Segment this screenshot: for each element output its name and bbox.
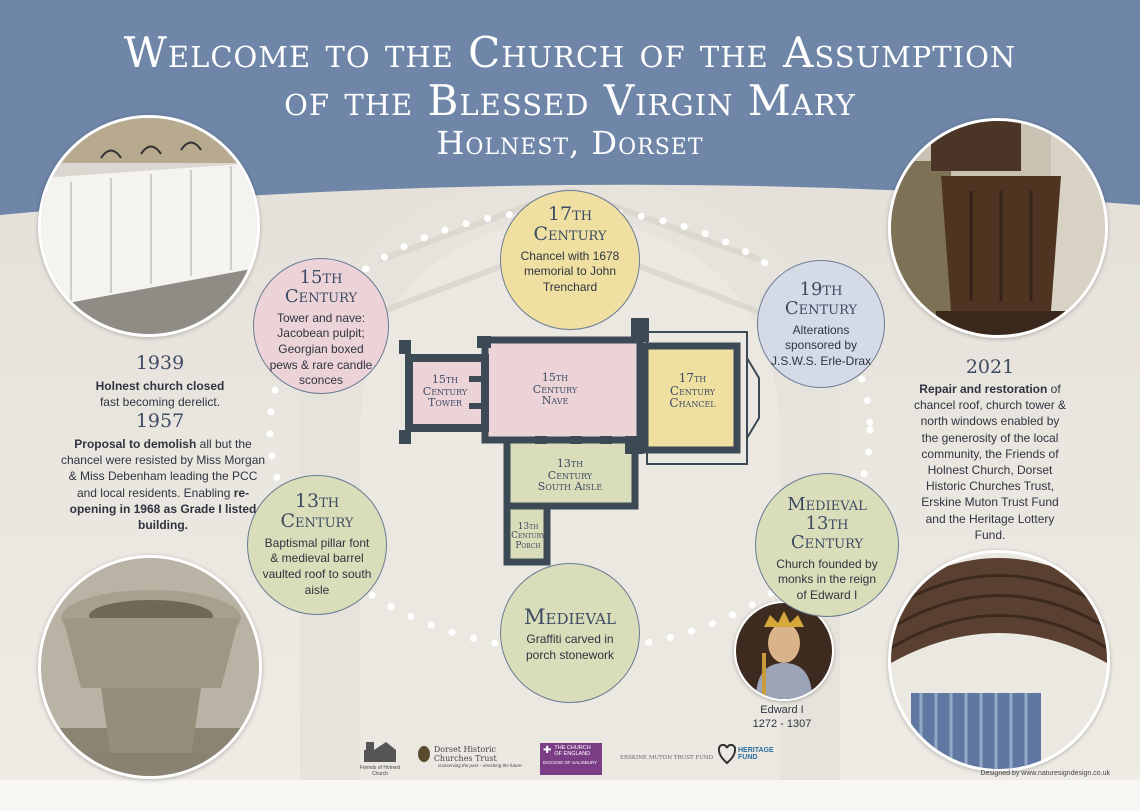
text-1957: Proposal to demolish all but the chancel… [58,436,268,533]
logo-friends-text: Friends of Holnest Church [359,765,401,777]
bubble-medieval-heading: Medieval [524,605,616,629]
logo-coe-line3: DIOCESE OF SALISBURY [543,759,598,765]
text-2021-rest: of chancel roof, church tower & north wi… [913,382,1067,542]
bubble-17th-heading: 17th Century [533,203,607,245]
logo-dhct: Dorset Historic Churches Trust Conservin… [418,745,528,768]
logo-friends-of-holnest: Friends of Holnest Church [352,738,408,777]
text-1957-bold-2: re-opening in 1968 as Grade I listed bui… [69,485,257,532]
bubble-13th-heading: 13th Century [280,490,354,532]
text-1957-mid: all but the chancel were resisted by Mis… [60,437,266,500]
dhct-emblem-icon [418,746,430,762]
portrait-edward-i [734,601,834,701]
logo-heritage-fund: HERITAGE FUND [718,743,774,765]
title-line-1: Welcome to the Church of the Assumption [123,28,1017,77]
plan-label-porch: 13th Century Porch [511,522,545,551]
photo-barrel-roof [888,550,1110,772]
bubble-15th-century: 15th Century Tower and nave: Jacobean pu… [253,258,389,394]
plan-label-tower: 15th Century Tower [422,373,468,410]
bubble-15th-heading: 15th Century [284,267,358,307]
church-floor-plan [399,318,760,566]
bubble-15th-text: Tower and nave: Jacobean pulpit; Georgia… [269,310,373,388]
logo-dhct-text: Dorset Historic Churches Trust [433,745,497,763]
cross-icon: ✚ [543,745,552,756]
bubble-medieval-13th-heading: Medieval 13th Century [787,494,867,553]
logo-heritage-line1: HERITAGE [738,746,774,754]
text-1939-bold: Holnest church closed [95,379,225,393]
year-1939: 1939 [135,352,185,374]
bubble-17th-text: Chancel with 1678 memorial to John Trenc… [520,248,620,295]
church-logo-icon [364,742,396,762]
logo-erskine-muton: ERSKINE MUTON TRUST FUND [620,755,714,761]
bubble-13th-text: Baptismal pillar font & medieval barrel … [262,535,372,597]
bubble-medieval-13th-text: Church founded by monks in the reign of … [776,556,878,602]
bubble-19th-heading: 19th Century [784,279,858,319]
photo-box-pews [38,115,260,337]
bubble-19th-text: Alterations sponsored by J.S.W.S. Erle-D… [770,322,871,368]
edward-name: Edward I [760,704,804,716]
edward-dates: 1272 - 1307 [752,718,812,730]
logo-church-of-england: ✚ THE CHURCH OF ENGLAND DIOCESE OF SALIS… [540,743,602,775]
logo-dhct-subtext: Conserving the past – enriching the futu… [438,763,522,768]
year-2021: 2021 [965,356,1015,378]
title-line-2: of the Blessed Virgin Mary [284,76,856,125]
dotted-ring [266,206,874,654]
title-line-3: Holnest, Dorset [436,124,704,162]
bubble-19th-century: 19th Century Alterations sponsored by J.… [757,260,885,388]
bubble-17th-century: 17th Century Chancel with 1678 memorial … [500,190,640,330]
bubble-medieval: Medieval Graffiti carved in porch stonew… [500,563,640,703]
bubble-medieval-13th-century: Medieval 13th Century Church founded by … [755,473,899,617]
plan-label-nave: 15th Century Nave [532,371,578,408]
year-1957: 1957 [135,410,185,432]
logo-heritage-line2: FUND [738,754,758,761]
designer-credit: Designed by www.naturesigndesign.co.uk [980,770,1110,777]
photo-font [38,555,262,779]
title-banner [0,0,1140,215]
text-2021: Repair and restoration of chancel roof, … [912,381,1068,543]
logo-coe-line1: THE CHURCH [554,745,591,751]
plan-label-south-aisle: 13th Century South Aisle [537,457,603,494]
logo-coe-line2: OF ENGLAND [554,751,591,758]
text-1939: Holnest church closed fast becoming dere… [50,378,270,410]
text-1939-rest: fast becoming derelict. [99,395,221,410]
text-2021-bold: Repair and restoration [919,382,1048,396]
plan-label-chancel: 17th Century Chancel [669,371,716,411]
bubble-13th-century: 13th Century Baptismal pillar font & med… [247,475,387,615]
text-1957-bold-1: Proposal to demolish [74,437,197,451]
photo-pulpit [888,118,1108,338]
heritage-fund-icon [718,743,736,765]
bubble-medieval-text: Graffiti carved in porch stonework [525,632,615,662]
